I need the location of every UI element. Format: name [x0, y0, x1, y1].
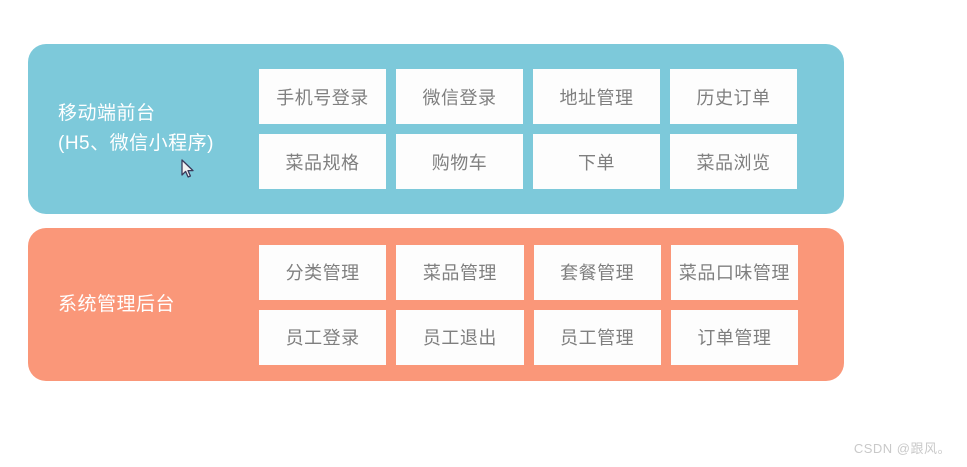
tile-category-management[interactable]: 分类管理: [259, 244, 387, 300]
tile-employee-logout[interactable]: 员工退出: [396, 309, 524, 365]
tile-dish-spec[interactable]: 菜品规格: [259, 134, 386, 189]
panel-label-line: 系统管理后台: [58, 293, 176, 315]
tile-dish-management[interactable]: 菜品管理: [396, 244, 524, 300]
panel-mobile-frontend: 移动端前台 (H5、微信小程序) 手机号登录 微信登录 地址管理 历史订单 菜品…: [28, 44, 844, 214]
panel-label-line: 移动端前台: [58, 103, 156, 124]
tile-employee-management[interactable]: 员工管理: [533, 309, 661, 365]
tile-order-history[interactable]: 历史订单: [670, 69, 797, 124]
tile-browse-dishes[interactable]: 菜品浏览: [670, 134, 797, 189]
tile-phone-login[interactable]: 手机号登录: [259, 69, 386, 124]
panel-system-backend: 系统管理后台 分类管理 菜品管理 套餐管理 菜品口味管理 员工登录 员工退出 员…: [28, 228, 844, 381]
panel-label-system-backend: 系统管理后台: [28, 290, 259, 320]
tile-combo-management[interactable]: 套餐管理: [533, 244, 661, 300]
tile-wechat-login[interactable]: 微信登录: [396, 69, 523, 124]
tile-shopping-cart[interactable]: 购物车: [396, 134, 523, 189]
tile-address-management[interactable]: 地址管理: [533, 69, 660, 124]
watermark: CSDN @跟风。: [853, 441, 951, 456]
tile-employee-login[interactable]: 员工登录: [259, 309, 387, 365]
tile-order-management[interactable]: 订单管理: [670, 309, 798, 365]
tile-grid-mobile-frontend: 手机号登录 微信登录 地址管理 历史订单 菜品规格 购物车 下单 菜品浏览: [259, 69, 844, 189]
panel-label-mobile-frontend: 移动端前台 (H5、微信小程序): [28, 99, 259, 159]
tile-dish-flavor-management[interactable]: 菜品口味管理: [670, 244, 798, 300]
tile-place-order[interactable]: 下单: [533, 134, 660, 189]
panel-label-line: (H5、微信小程序): [58, 133, 214, 154]
tile-grid-system-backend: 分类管理 菜品管理 套餐管理 菜品口味管理 员工登录 员工退出 员工管理 订单管…: [259, 244, 844, 365]
